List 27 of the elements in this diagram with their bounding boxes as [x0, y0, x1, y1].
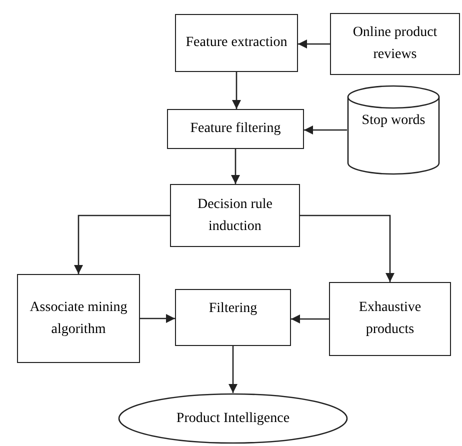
arrow: [140, 314, 175, 324]
process-box: [175, 289, 291, 346]
process-box: [17, 274, 140, 363]
node-label: Feature extraction: [186, 34, 288, 52]
node-label: Exhaustive products: [358, 299, 422, 339]
node-label: Feature filtering: [190, 120, 281, 138]
arrow: [300, 214, 395, 282]
node-label: Online product reviews: [352, 24, 438, 64]
database-cylinder: [347, 85, 440, 175]
node-label: Associate mining algorithm: [28, 298, 128, 338]
process-box: [170, 184, 300, 247]
arrow: [74, 214, 170, 274]
node-label: Stop words: [362, 112, 426, 130]
arrow: [230, 149, 240, 184]
process-box: [330, 13, 460, 75]
terminal-ellipse: [118, 393, 348, 444]
arrow: [298, 39, 330, 49]
node-label: Product Intelligence: [176, 410, 290, 428]
process-box: [329, 282, 451, 356]
process-box: [167, 109, 304, 149]
process-box: [175, 14, 298, 72]
arrow: [304, 125, 347, 135]
arrow: [291, 314, 329, 324]
arrow: [232, 72, 242, 109]
arrow: [228, 346, 238, 393]
node-label: Filtering: [208, 300, 258, 318]
node-label: Decision rule induction: [196, 196, 274, 236]
